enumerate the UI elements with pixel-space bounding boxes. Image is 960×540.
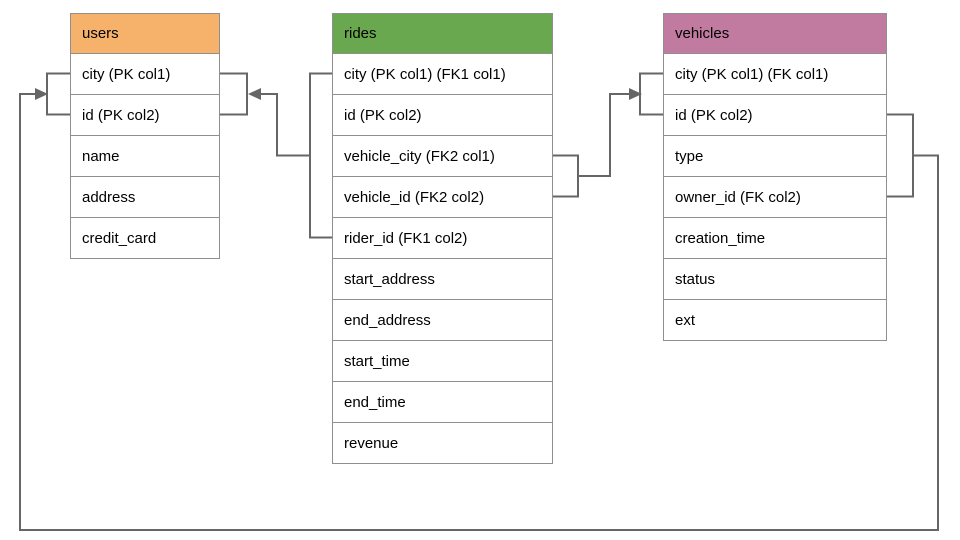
table-row: status — [664, 258, 886, 299]
table-columns-vehicles: city (PK col1) (FK col1)id (PK col2)type… — [664, 53, 886, 340]
table-row: type — [664, 135, 886, 176]
table-header-vehicles: vehicles — [664, 14, 886, 53]
table-row: vehicle_id (FK2 col2) — [333, 176, 552, 217]
table-row: vehicle_city (FK2 col1) — [333, 135, 552, 176]
table-row: creation_time — [664, 217, 886, 258]
table-row: city (PK col1) (FK col1) — [664, 53, 886, 94]
fk-connector-rides-vehicles — [578, 93, 638, 177]
table-row: end_time — [333, 381, 552, 422]
fk-bracket-vehicles-right — [887, 113, 914, 198]
table-row: id (PK col2) — [333, 94, 552, 135]
relationship-rides-users — [220, 72, 332, 239]
table-header-rides: rides — [333, 14, 552, 53]
table-row: start_address — [333, 258, 552, 299]
table-row: start_time — [333, 340, 552, 381]
table-row: rider_id (FK1 col2) — [333, 217, 552, 258]
arrowhead-left-icon — [248, 88, 261, 100]
fk-bracket-users-right — [220, 72, 248, 116]
table-row: name — [71, 135, 219, 176]
table-row: city (PK col1) — [71, 53, 219, 94]
fk-bracket-users-left — [46, 72, 70, 116]
arrowhead-right-icon — [35, 88, 48, 100]
table-rides: rides city (PK col1) (FK1 col1)id (PK co… — [332, 13, 553, 464]
arrowhead-right-icon — [629, 88, 642, 100]
relationship-rides-vehicles — [553, 72, 663, 198]
table-row: end_address — [333, 299, 552, 340]
table-vehicles: vehicles city (PK col1) (FK col1)id (PK … — [663, 13, 887, 341]
table-row: owner_id (FK col2) — [664, 176, 886, 217]
table-row: city (PK col1) (FK1 col1) — [333, 53, 552, 94]
table-header-users: users — [71, 14, 219, 53]
fk-bracket-rides-left — [309, 72, 332, 239]
table-row: id (PK col2) — [664, 94, 886, 135]
fk-bracket-vehicles-left — [639, 72, 663, 116]
table-row: id (PK col2) — [71, 94, 219, 135]
table-columns-rides: city (PK col1) (FK1 col1)id (PK col2)veh… — [333, 53, 552, 463]
fk-bracket-rides-right — [553, 154, 579, 198]
table-row: ext — [664, 299, 886, 340]
table-row: address — [71, 176, 219, 217]
table-row: revenue — [333, 422, 552, 463]
table-row: credit_card — [71, 217, 219, 258]
fk-connector-rides-users — [250, 93, 310, 157]
